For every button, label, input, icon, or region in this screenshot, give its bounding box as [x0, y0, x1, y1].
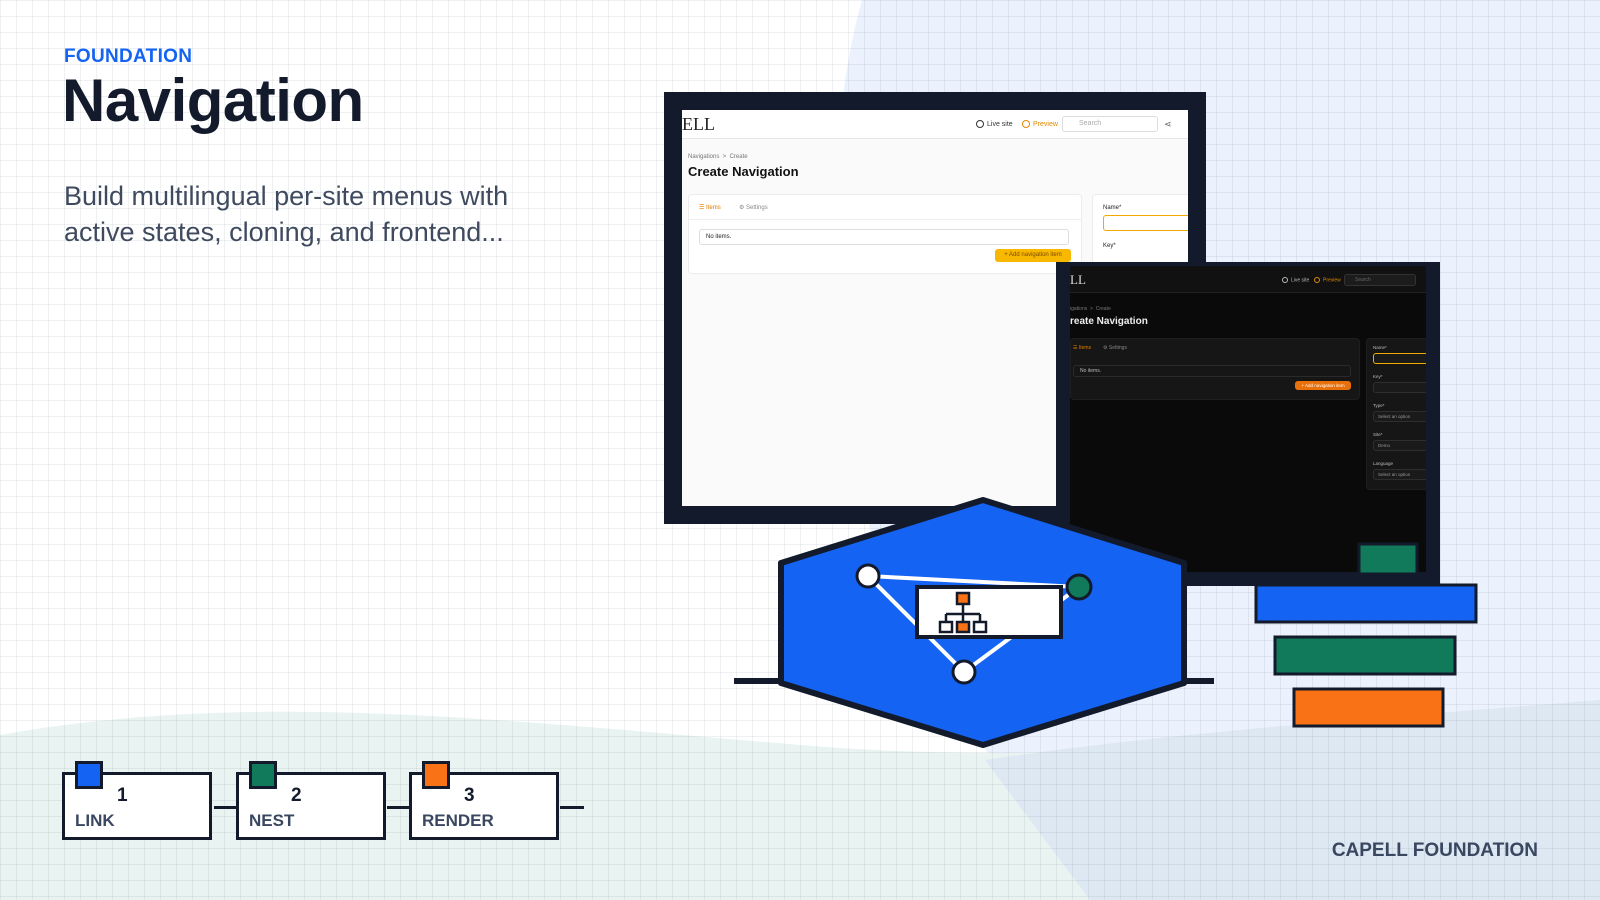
dark-no-items: No items. — [1073, 365, 1351, 377]
light-key-label: Key* — [1103, 243, 1116, 249]
dark-items-card: ☰ Items ⚙ Settings No items. + Add navig… — [1070, 338, 1360, 400]
step-color-square — [422, 761, 450, 789]
globe-icon — [976, 120, 984, 128]
light-no-items: No items. — [699, 229, 1069, 245]
breadcrumb-item[interactable]: Navigations — [688, 154, 720, 160]
step-number: 1 — [117, 785, 128, 806]
light-logo: ELL — [682, 114, 715, 134]
live-site-label: Live site — [987, 120, 1013, 128]
step-link: 1 LINK — [62, 761, 212, 840]
breadcrumb-separator: > — [722, 154, 727, 160]
light-preview-link[interactable]: Preview — [1022, 120, 1058, 128]
eye-icon — [1022, 120, 1030, 128]
breadcrumb-item: Create — [729, 154, 748, 160]
dark-live-site-link[interactable]: Live site — [1282, 277, 1309, 283]
search-placeholder: Search — [1079, 120, 1102, 127]
dark-key-label: Key* — [1373, 374, 1383, 379]
dark-name-input[interactable] — [1373, 353, 1426, 364]
step-nest: 2 NEST — [236, 761, 386, 840]
preview-label: Preview — [1323, 277, 1341, 284]
dark-language-select[interactable]: Select an option — [1373, 469, 1426, 480]
preview-label: Preview — [1033, 120, 1058, 128]
breadcrumb-item[interactable]: igations — [1070, 306, 1088, 312]
tab-items[interactable]: ☰ Items — [1073, 345, 1091, 351]
dark-type-label: Type* — [1373, 403, 1385, 408]
step-render: 3 RENDER — [409, 761, 559, 840]
dark-add-navigation-button[interactable]: + Add navigation item — [1295, 381, 1351, 390]
step-label: RENDER — [422, 811, 494, 830]
light-add-navigation-button[interactable]: + Add navigation item — [995, 249, 1071, 262]
light-search-input[interactable]: Search — [1062, 116, 1158, 132]
step-label: LINK — [75, 811, 115, 830]
dark-site-select[interactable]: Demo — [1373, 440, 1426, 451]
step-color-square — [249, 761, 277, 789]
live-site-label: Live site — [1291, 277, 1310, 284]
dark-preview-link[interactable]: Preview — [1314, 277, 1341, 283]
tab-settings-label: Settings — [746, 205, 768, 211]
light-items-card: ☰ Items ⚙ Settings No items. + Add navig… — [688, 194, 1082, 274]
step-number: 2 — [291, 785, 302, 806]
eyebrow-label: FOUNDATION — [64, 46, 193, 67]
gear-icon: ⚙ — [739, 205, 747, 211]
breadcrumb-item: Create — [1095, 306, 1111, 312]
light-name-label: Name* — [1103, 205, 1122, 211]
dark-screenshot: LL Live site Preview Search igations > C… — [1070, 266, 1426, 572]
tab-settings[interactable]: ⚙ Settings — [1103, 345, 1127, 351]
dark-screenshot-frame: LL Live site Preview Search igations > C… — [1056, 262, 1440, 586]
step-number: 3 — [464, 785, 475, 806]
tab-settings-label: Settings — [1108, 345, 1127, 351]
dark-topbar: LL Live site Preview Search — [1070, 266, 1426, 293]
step-connector — [560, 806, 584, 809]
eye-icon — [1314, 277, 1320, 283]
share-icon[interactable]: ⋖ — [1164, 119, 1172, 129]
dark-page-title: reate Navigation — [1070, 316, 1148, 327]
card-divider — [689, 219, 1081, 220]
list-icon: ☰ — [699, 205, 707, 211]
step-connector — [387, 806, 411, 809]
dark-language-label: Language — [1373, 461, 1394, 466]
tab-items[interactable]: ☰ Items — [699, 204, 721, 211]
globe-icon — [1282, 277, 1288, 283]
dark-key-input[interactable] — [1373, 382, 1426, 393]
light-breadcrumb: Navigations > Create — [688, 154, 748, 160]
page-description: Build multilingual per-site menus with a… — [64, 181, 509, 247]
dark-site-label: Site* — [1373, 432, 1383, 437]
step-color-square — [75, 761, 103, 789]
light-topbar: ELL Live site Preview Search ⋖ — [682, 110, 1188, 139]
light-page-title: Create Navigation — [688, 164, 799, 179]
dark-settings-card: Name* Key* Type* Select an option Site* … — [1366, 338, 1426, 490]
page-title: Navigation — [62, 67, 364, 134]
step-label: NEST — [249, 811, 295, 830]
list-icon: ☰ — [1073, 345, 1079, 351]
tab-settings[interactable]: ⚙ Settings — [739, 204, 768, 211]
dark-type-select[interactable]: Select an option — [1373, 411, 1426, 422]
gear-icon: ⚙ — [1103, 345, 1109, 351]
dark-search-input[interactable]: Search — [1344, 274, 1416, 286]
bg-bottom-right-shape — [985, 700, 1600, 900]
tab-items-label: Items — [706, 205, 721, 211]
light-name-input[interactable] — [1103, 215, 1188, 231]
breadcrumb-separator: > — [1090, 306, 1093, 312]
footer-brand: CAPELL FOUNDATION — [1331, 840, 1538, 861]
dark-breadcrumb: igations > Create — [1070, 306, 1111, 312]
tab-items-label: Items — [1078, 345, 1092, 351]
step-connector — [214, 806, 238, 809]
dark-name-label: Name* — [1373, 345, 1387, 350]
light-live-site-link[interactable]: Live site — [976, 120, 1013, 128]
search-placeholder: Search — [1355, 277, 1371, 283]
dark-logo: LL — [1070, 272, 1086, 287]
